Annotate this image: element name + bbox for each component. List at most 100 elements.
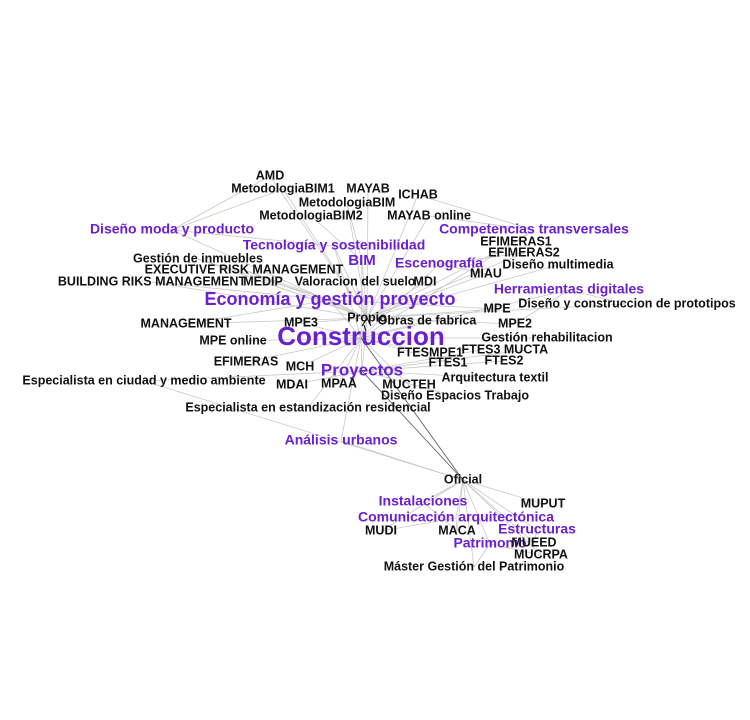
edge-propio-proyectos (361, 317, 368, 372)
node-propio: Propio (347, 310, 387, 324)
edge-patrimonio-mucrpa (489, 543, 542, 556)
edge-economia-executive (243, 269, 331, 301)
edge-economia-mpe (329, 299, 498, 310)
edge-construccion-tecnologia (333, 245, 362, 339)
category-node-herramientas-digitales: Herramientas digitales (494, 281, 644, 297)
node-mch: MCH (286, 359, 314, 373)
category-node-comunicaci-n-arquitect-nica: Comunicación arquitectónica (358, 509, 554, 525)
edge-propio-efimeras1 (366, 241, 517, 319)
edge-propio-ichab (366, 194, 419, 319)
node-gesti-n-de-inmuebles: Gestión de inmuebles (133, 251, 263, 265)
edge-construccion-mpaa (338, 337, 362, 385)
edge-propio-mpe (366, 308, 498, 319)
edge-construccion-mch (299, 337, 362, 368)
edge-escenografia-miau (438, 263, 487, 275)
category-node-instalaciones: Instalaciones (379, 493, 468, 509)
node-mayab: MAYAB (346, 181, 390, 195)
edge-proyectos-disenoespacios (361, 370, 456, 397)
edge-tecnologia-diseno_moda (171, 229, 335, 247)
edge-propio-disenomulti (366, 264, 559, 319)
edge-propio-diseno_moda (171, 229, 368, 319)
node-mayab-online: MAYAB online (387, 208, 471, 222)
node-mpaa: MPAA (321, 376, 357, 390)
edge-oficial-mudi (380, 479, 464, 532)
edge-construccion-ftes1 (360, 337, 449, 364)
edge-competencias-ichab (417, 194, 535, 231)
node-mpe: MPE (483, 301, 510, 315)
node-mpe3: MPE3 (284, 315, 318, 329)
edge-propio-metbim (346, 202, 368, 319)
edge-oficial-patrimonio (462, 479, 491, 545)
edge-instalaciones-maca (422, 501, 458, 532)
node-arquitectura-textil: Arquitectura textil (442, 370, 549, 384)
edge-bim-metbim2 (310, 215, 363, 262)
node-ftes2: FTES2 (485, 353, 524, 367)
node-ftesmpe1: FTESMPE1 (397, 345, 463, 359)
node-efimeras: EFIMERAS (214, 354, 279, 368)
edge-economia-building (151, 281, 331, 301)
node-especialista-en-estandizaci-n-residencial: Especialista en estandización residencia… (185, 400, 430, 414)
category-node-tecnolog-a-y-sostenibilidad: Tecnología y sostenibilidad (243, 237, 426, 253)
edge-patrimonio-master_patrimonio (473, 543, 491, 568)
node-ftes1: FTES1 (429, 355, 468, 369)
edge-propio-metbim1 (282, 188, 368, 319)
edge-construccion-bim (360, 260, 363, 339)
node-ichab: ICHAB (398, 187, 438, 201)
category-node-proyectos: Proyectos (321, 360, 403, 379)
node-mucta: MUCTA (504, 342, 548, 356)
edge-propio-miau (366, 273, 487, 319)
node-management: MANAGEMENT (141, 316, 232, 330)
edge-propio-management (185, 317, 368, 325)
node-mdai: MDAI (276, 377, 308, 391)
hub-arrow-marks (361, 316, 372, 332)
edge-propio-tecnologia (333, 245, 368, 319)
node-dise-o-espacios-trabajo: Diseño Espacios Trabajo (381, 388, 529, 402)
edge-propio-building (151, 281, 368, 319)
edge-comunicacion-mudi (380, 517, 457, 532)
edge-oficial-mueed (462, 479, 535, 544)
node-metodologiabim2: MetodologiaBIM2 (259, 208, 363, 222)
edge-propio-executive (243, 269, 368, 319)
edge-propio-mayabonline (366, 215, 430, 319)
node-building-riks-management: BUILDING RIKS MANAGEMENT (58, 274, 247, 288)
edge-oficial-construccion (360, 337, 464, 481)
edge-oficial-proyectos (361, 370, 464, 481)
edge-construccion-analisis (340, 337, 362, 442)
node-oficial: Oficial (444, 472, 482, 486)
edge-competencias-efimeras1 (515, 229, 535, 243)
node-mpe2: MPE2 (498, 316, 532, 330)
node-medip: MEDIP (243, 274, 283, 288)
edge-proyectos-ftes2 (361, 360, 505, 372)
category-node-bim: BIM (348, 252, 376, 269)
edge-herramientas-mpe2 (514, 289, 570, 325)
edge-oficial-estructuras (462, 479, 538, 531)
node-m-ster-gesti-n-del-patrimonio: Máster Gestión del Patrimonio (384, 559, 565, 573)
edge-construccion-competencias (360, 229, 535, 339)
category-node-estructuras: Estructuras (498, 521, 576, 537)
edge-propio-valoracion (354, 281, 368, 319)
edge-herramientas-disenoproto (568, 289, 628, 305)
node-efimeras1: EFIMERAS1 (480, 234, 552, 248)
node-obras-de-fabrica: Obras de fabrica (378, 313, 478, 327)
edge-propio-mayab (366, 188, 369, 319)
node-efimeras2: EFIMERAS2 (488, 245, 560, 259)
category-node-competencias-transversales: Competencias transversales (439, 221, 629, 237)
edge-economia-gestioninm (197, 258, 331, 301)
edge-competencias-mayabonline (428, 215, 535, 231)
node-muput: MUPUT (521, 496, 566, 510)
category-node-an-lisis-urbanos: Análisis urbanos (285, 432, 398, 448)
edge-propio-efimeras2 (366, 252, 525, 319)
edge-comunicacion-maca (455, 517, 458, 532)
edge-propio-mdi (366, 281, 426, 319)
edge-propio-bim (361, 260, 368, 319)
edge-oficial-mucrpa (462, 479, 542, 556)
edge-economia-management (185, 299, 331, 325)
edge-construccion-especialista_estand (307, 337, 362, 409)
edge-oficial-maca (456, 479, 464, 532)
edge-estructuras-mueed (533, 529, 538, 544)
edge-diseno_moda-metbim1 (171, 188, 284, 231)
node-ftes3: FTES3 (462, 342, 501, 356)
edge-oficial-muput (462, 479, 544, 505)
node-especialista-en-ciudad-y-medio-ambiente: Especialista en ciudad y medio ambiente (22, 373, 265, 387)
